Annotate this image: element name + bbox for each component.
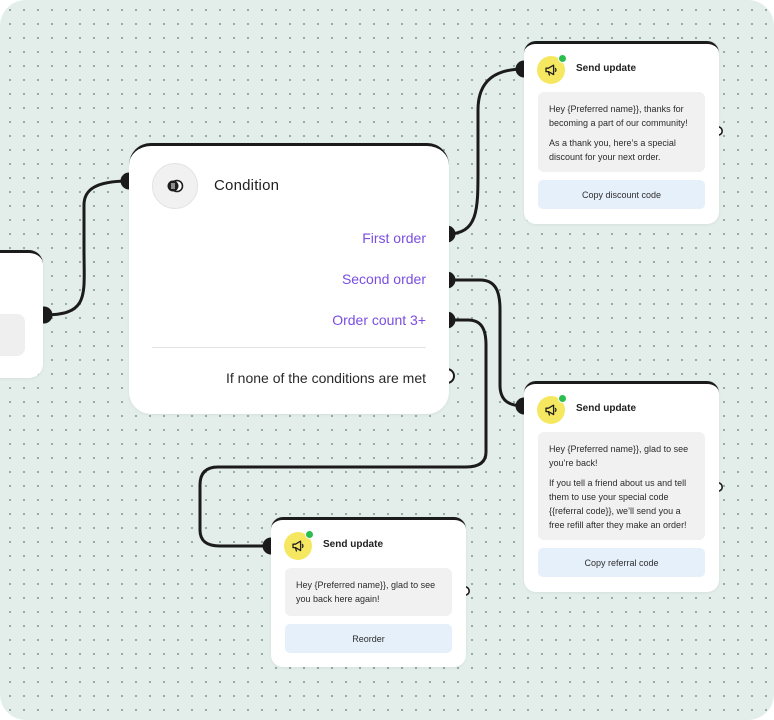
condition-divider [152, 347, 426, 348]
copy-referral-code-button[interactable]: Copy referral code [538, 548, 705, 577]
condition-card[interactable]: Condition First order Second order Order… [129, 143, 449, 414]
message-text: Hey {Preferred name}}, thanks for becomi… [549, 104, 688, 128]
send-update-card-order-count[interactable]: Send update Hey {Preferred name}}, glad … [271, 517, 466, 667]
reorder-button[interactable]: Reorder [285, 624, 452, 653]
message-text: Hey {Preferred name}}, glad to see you b… [296, 580, 436, 604]
send-update-title: Send update [323, 539, 384, 550]
message-text: Hey {Preferred name}}, glad to see you’r… [549, 444, 689, 468]
wire-second-order [445, 278, 526, 408]
message-bubble: Hey {Preferred name}}, thanks for becomi… [538, 92, 705, 172]
send-update-title: Send update [576, 403, 637, 414]
online-status-dot [558, 54, 567, 63]
megaphone-icon [284, 530, 314, 560]
previous-step-card[interactable] [0, 250, 43, 378]
send-update-card-first-order[interactable]: Send update Hey {Preferred name}}, thank… [524, 41, 719, 224]
previous-step-field [0, 314, 25, 356]
send-update-card-second-order[interactable]: Send update Hey {Preferred name}}, glad … [524, 381, 719, 592]
condition-option-order-count[interactable]: Order count 3+ [332, 312, 426, 328]
condition-option-first-order[interactable]: First order [362, 230, 426, 246]
toggle-condition-icon [152, 163, 198, 209]
message-bubble: Hey {Preferred name}}, glad to see you’r… [538, 432, 705, 540]
message-bubble: Hey {Preferred name}}, glad to see you b… [285, 568, 452, 616]
condition-option-second-order[interactable]: Second order [341, 271, 426, 287]
wire-first-order [445, 67, 526, 236]
condition-title: Condition [214, 177, 280, 194]
condition-fallback[interactable]: If none of the conditions are met [225, 370, 426, 386]
megaphone-icon [537, 54, 567, 84]
megaphone-icon [537, 394, 567, 424]
online-status-dot [305, 530, 314, 539]
message-text: If you tell a friend about us and tell t… [549, 478, 687, 530]
wire-order-count [198, 318, 488, 548]
online-status-dot [558, 394, 567, 403]
message-text: As a thank you, here’s a special discoun… [549, 138, 676, 162]
send-update-title: Send update [576, 63, 637, 74]
copy-discount-code-button[interactable]: Copy discount code [538, 180, 705, 209]
wire-start-to-condition [42, 179, 131, 317]
